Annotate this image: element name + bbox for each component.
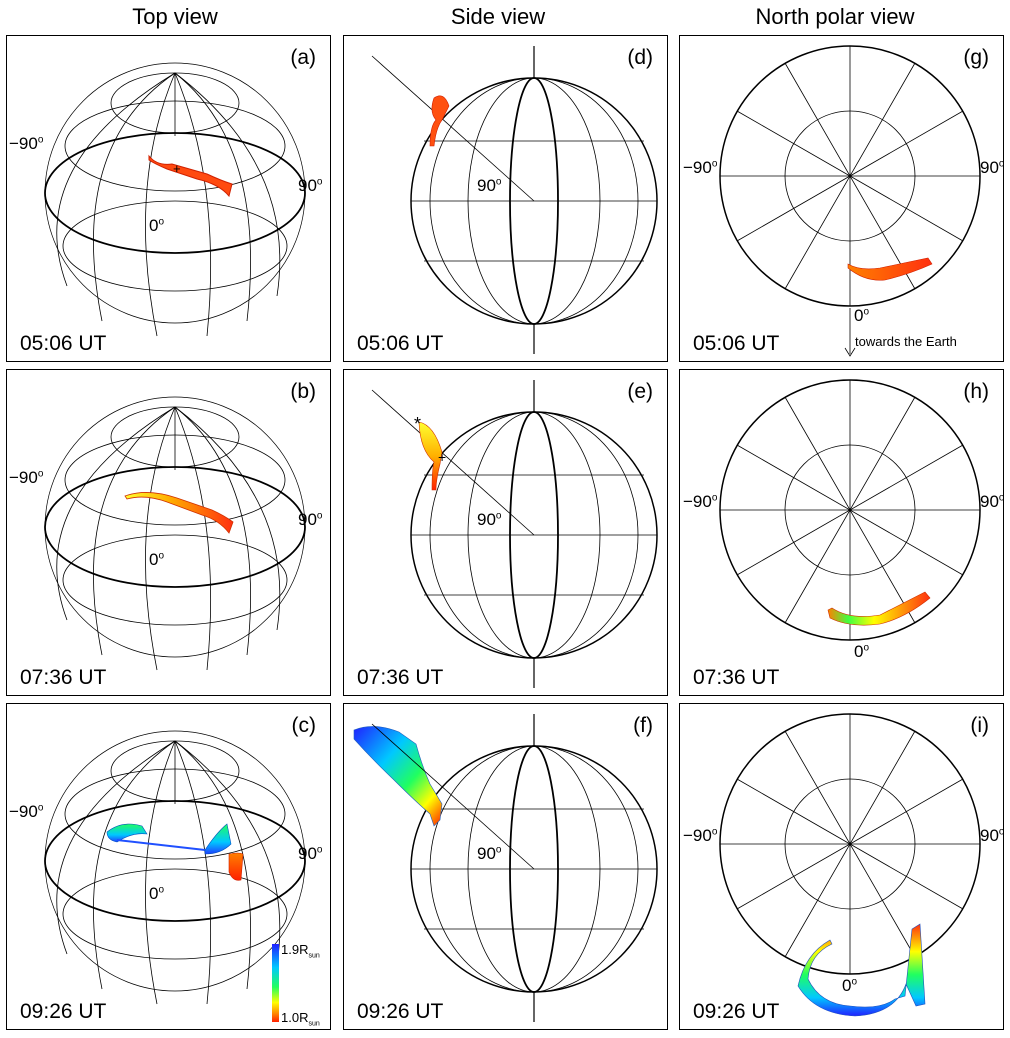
svg-text:*: *: [414, 414, 421, 434]
label-minus90: −90o: [9, 468, 44, 487]
panel-letter: (i): [970, 714, 989, 737]
panel-f: (f) 90o 09:26 UT: [343, 703, 668, 1030]
label-0: 0o: [149, 216, 165, 235]
colorbar: [272, 944, 279, 1022]
label-90: 90o: [980, 492, 1004, 511]
panel-a: + (a) −90o 90o 0o 05:06 UT: [6, 35, 331, 362]
top-view-globe: [44, 396, 306, 671]
colorbar-top-label: 1.9Rsun: [281, 942, 320, 960]
filament-trace-right: [204, 823, 232, 855]
towards-earth-label: towards the Earth: [855, 334, 957, 349]
label-0: 0o: [149, 884, 165, 903]
column-title-north-polar-view: North polar view: [755, 4, 915, 29]
label-minus90: −90o: [9, 802, 44, 821]
top-view-globe: +: [44, 62, 306, 337]
label-minus90: −90o: [683, 826, 718, 845]
filament-trace: [827, 591, 931, 626]
panel-letter: (e): [627, 380, 653, 403]
svg-text:+: +: [173, 161, 181, 176]
label-0: 0o: [149, 550, 165, 569]
filament-trace: [124, 492, 234, 534]
label-minus90: −90o: [683, 158, 718, 177]
panel-time: 05:06 UT: [20, 332, 107, 355]
panel-g: (g) −90o 90o 0o towards the Earth 05:06 …: [679, 35, 1004, 362]
label-minus90: −90o: [683, 492, 718, 511]
label-0: 0o: [854, 306, 870, 325]
polar-view-globe: [719, 379, 981, 641]
panel-e: * + (e) 90o 07:36 UT: [343, 369, 668, 696]
panel-time: 09:26 UT: [357, 1000, 444, 1023]
panel-b: (b) −90o 90o 0o 07:36 UT: [6, 369, 331, 696]
column-title-side-view: Side view: [450, 4, 546, 29]
label-90: 90o: [298, 176, 323, 195]
panel-h: (h) −90o 90o 0o 07:36 UT: [679, 369, 1004, 696]
panel-letter: (b): [290, 380, 316, 403]
column-title-top-view: Top view: [132, 4, 218, 29]
panel-letter: (g): [963, 46, 989, 69]
label-90: 90o: [980, 826, 1004, 845]
polar-view-globe: [719, 45, 981, 357]
filament-trace: [353, 726, 443, 827]
panel-letter: (d): [627, 46, 653, 69]
filament-trace-left: [106, 823, 148, 843]
label-0: 0o: [854, 642, 870, 661]
panel-i: (i) −90o 90o 0o 09:26 UT: [679, 703, 1004, 1030]
filament-trace: [429, 95, 450, 147]
panel-letter: (a): [290, 46, 316, 69]
label-90: 90o: [298, 510, 323, 529]
filament-trace: [148, 154, 233, 198]
panel-time: 09:26 UT: [20, 1000, 107, 1023]
panel-time: 05:06 UT: [693, 332, 780, 355]
panel-time: 09:26 UT: [693, 1000, 780, 1023]
label-90: 90o: [980, 158, 1004, 177]
label-90: 90o: [477, 176, 502, 195]
colorbar-bottom-label: 1.0Rsun: [281, 1010, 320, 1028]
panel-time: 05:06 UT: [357, 332, 444, 355]
filament-trace: [847, 257, 933, 281]
svg-text:+: +: [438, 449, 446, 465]
label-90: 90o: [298, 844, 323, 863]
filament-trace: [418, 421, 443, 491]
filament-trace: [797, 923, 926, 1017]
label-90: 90o: [477, 510, 502, 529]
panel-time: 07:36 UT: [357, 666, 444, 689]
panel-time: 07:36 UT: [20, 666, 107, 689]
polar-view-globe: [719, 713, 981, 1017]
side-view-globe: * +: [371, 380, 658, 688]
top-view-globe: [44, 730, 306, 1022]
label-0: 0o: [842, 976, 858, 995]
side-view-globe: [371, 46, 658, 354]
panel-letter: (h): [963, 380, 989, 403]
label-90: 90o: [477, 844, 502, 863]
panel-c: 1.9Rsun 1.0Rsun (c) −90o 90o 0o 09:26 UT: [6, 703, 331, 1030]
panel-time: 07:36 UT: [693, 666, 780, 689]
panel-letter: (f): [633, 714, 653, 737]
panel-letter: (c): [291, 714, 317, 737]
panel-d: (d) 90o 05:06 UT: [343, 35, 668, 362]
side-view-globe: [353, 714, 658, 1022]
label-minus90: −90o: [9, 134, 44, 153]
